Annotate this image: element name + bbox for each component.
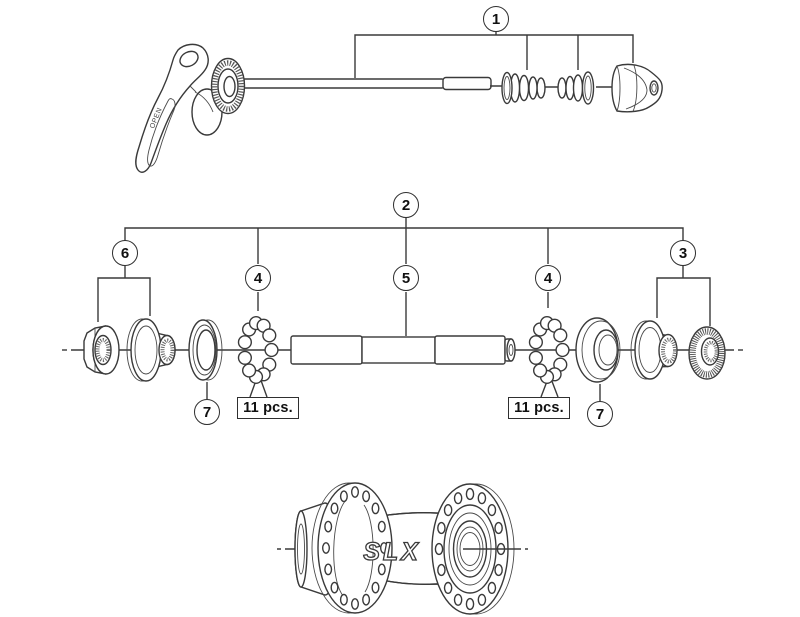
part-label-4-left: 4: [245, 265, 271, 291]
hub-body: SLX: [277, 482, 528, 615]
lever-blade: OPEN: [135, 43, 209, 173]
cone-left: [126, 318, 176, 382]
bearing-count-box-left: 11 pcs.: [237, 397, 299, 419]
ball-bearings-right: [528, 316, 570, 385]
part-label-2: 2: [393, 192, 419, 218]
lever-head-hole: [179, 50, 199, 68]
left-flange-spoke-holes: [322, 486, 389, 610]
slx-logo: SLX: [363, 538, 421, 566]
part-label-6: 6: [112, 240, 138, 266]
quick-release-lever: OPEN: [135, 43, 246, 173]
serrated-ring: [210, 57, 246, 115]
part-label-3: 3: [670, 240, 696, 266]
ball-bearings-left: [237, 316, 279, 385]
callout-bracket-3: [656, 266, 711, 326]
part-label-1: 1: [483, 6, 509, 32]
qr-spring-outer: [557, 71, 595, 105]
locknut-right: [688, 326, 726, 380]
callout-bracket-6: [97, 266, 151, 322]
hub-axle: [290, 335, 516, 365]
part-label-5: 5: [393, 265, 419, 291]
part-label-7-right: 7: [587, 401, 613, 427]
callout-bracket-1: [354, 32, 634, 78]
skewer-rod: [235, 76, 650, 91]
part-label-7-left: 7: [194, 399, 220, 425]
dust-seal-right: [575, 317, 621, 383]
qr-end-nut: [611, 63, 663, 113]
dust-seal-left: [188, 319, 223, 381]
bearing-count-box-right: 11 pcs.: [508, 397, 570, 419]
cone-right: [630, 320, 678, 380]
right-flange-spoke-holes: [434, 487, 506, 611]
locknut-left: [83, 325, 120, 375]
qr-spring-inner: [501, 71, 546, 105]
callout-bracket-2: [124, 218, 684, 264]
part-label-4-right: 4: [535, 265, 561, 291]
hub-left-flange: [311, 482, 393, 614]
